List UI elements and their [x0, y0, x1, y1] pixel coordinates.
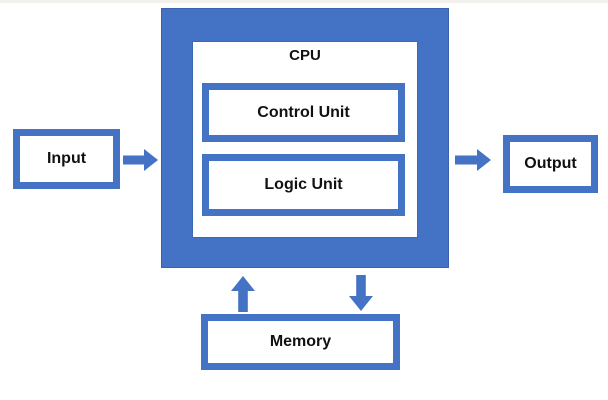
logic-unit-node: Logic Unit [202, 154, 405, 216]
cpu-node-label: CPU [289, 47, 321, 64]
memory-node: Memory [201, 314, 400, 370]
memory-to-cpu-arrow-icon [231, 276, 255, 312]
input-to-cpu-arrow-icon [123, 148, 158, 172]
control-unit-label: Control Unit [257, 103, 350, 121]
cpu-to-memory-arrow-icon [349, 275, 373, 311]
output-node: Output [503, 135, 598, 193]
input-node: Input [13, 129, 120, 189]
logic-unit-label: Logic Unit [264, 176, 343, 193]
control-unit-node: Control Unit [202, 83, 405, 142]
cpu-to-output-arrow-icon [455, 148, 491, 172]
top-edge-strip [0, 0, 608, 3]
memory-label: Memory [269, 333, 332, 350]
output-label: Output [524, 155, 577, 172]
input-label: Input [46, 150, 87, 167]
